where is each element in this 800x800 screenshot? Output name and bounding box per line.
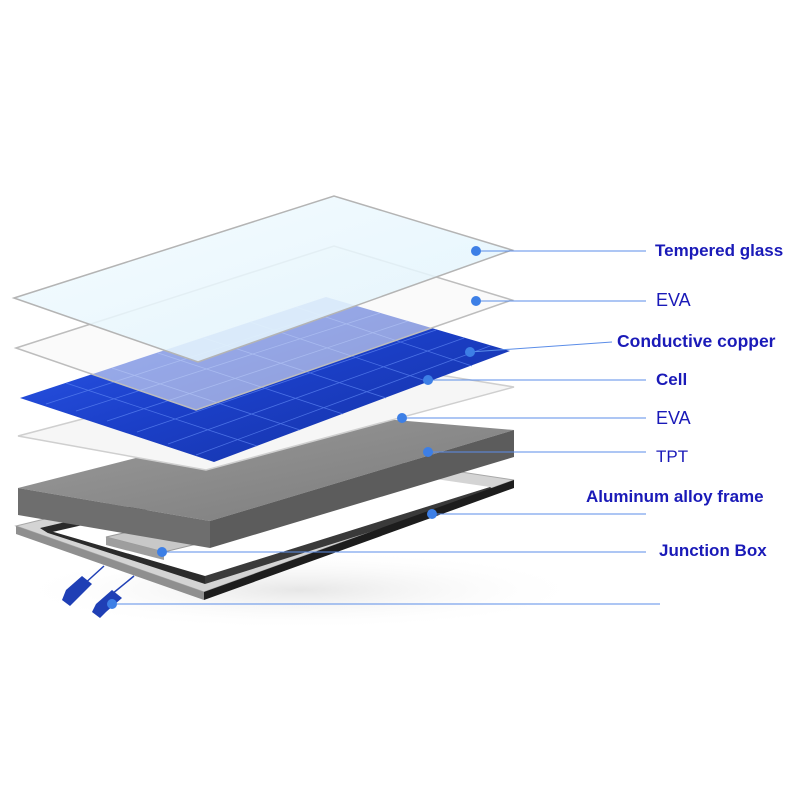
label-junction-box: Junction Box bbox=[659, 541, 767, 560]
labels: Tempered glass EVA Conductive copper Cel… bbox=[586, 241, 783, 560]
label-eva-top: EVA bbox=[656, 290, 691, 310]
leader-conductive-copper bbox=[469, 341, 613, 353]
label-tempered-glass: Tempered glass bbox=[655, 241, 783, 260]
label-cell: Cell bbox=[656, 370, 687, 389]
dot-eva-top bbox=[471, 296, 481, 306]
label-conductive-copper: Conductive copper bbox=[617, 331, 776, 351]
label-aluminum-frame: Aluminum alloy frame bbox=[586, 487, 764, 506]
dot-aluminum-frame bbox=[427, 509, 437, 519]
label-eva-bottom: EVA bbox=[656, 408, 691, 428]
dot-cell bbox=[423, 375, 433, 385]
dot-tpt bbox=[423, 447, 433, 457]
dot-conductive-copper bbox=[465, 347, 475, 357]
dot-tempered-glass bbox=[471, 246, 481, 256]
tempered-glass-layer bbox=[11, 195, 515, 363]
label-tpt: TPT bbox=[656, 447, 688, 466]
dot-junction-box bbox=[157, 547, 167, 557]
tpt-layer bbox=[18, 413, 514, 548]
dot-eva-bottom bbox=[397, 413, 407, 423]
leaders bbox=[107, 246, 660, 609]
dot-cable-connector bbox=[107, 599, 117, 609]
